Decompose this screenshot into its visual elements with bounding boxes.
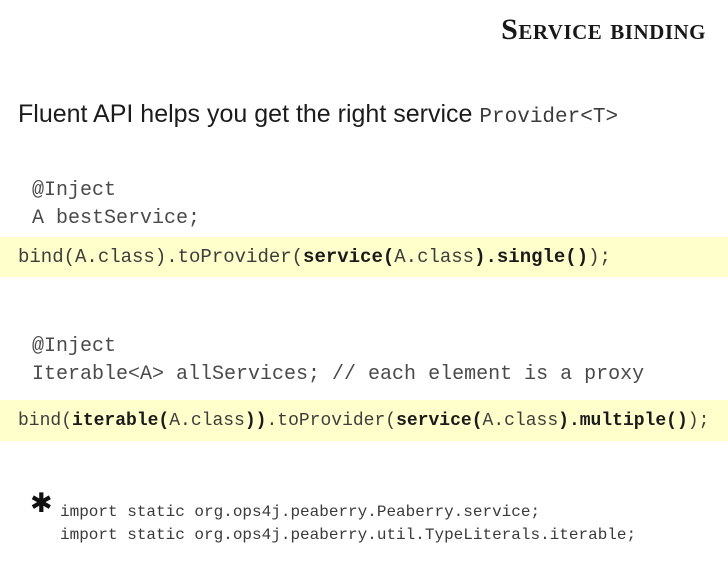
asterisk-icon: ✱ [30, 488, 53, 518]
code-snippet-single-injection: @Inject A bestService; [32, 179, 201, 230]
footnote: ✱ import static org.ops4j.peaberry.Peabe… [30, 485, 636, 563]
code-segment: A.class [394, 246, 475, 268]
code-band-multiple-binding: bind(iterable(A.class)).toProvider(servi… [0, 400, 728, 441]
code-segment: ); [588, 246, 611, 268]
code-segment: service( [396, 410, 483, 431]
code-segment: ).multiple() [558, 410, 688, 431]
code-segment: A.class [482, 410, 559, 431]
code-segment: service( [303, 246, 395, 268]
footnote-import-lines: import static org.ops4j.peaberry.Peaberr… [60, 503, 637, 544]
code-segment: ).single() [474, 246, 589, 268]
code-segment: iterable( [72, 410, 170, 431]
slide-root: Service binding Fluent API helps you get… [0, 13, 728, 544]
code-line-multiple-binding: bind(iterable(A.class)).toProvider(servi… [18, 411, 709, 431]
code-segment: ); [687, 410, 710, 431]
lead-statement-text: Fluent API helps you get the right servi… [18, 100, 473, 128]
code-segment: A.class [169, 410, 245, 431]
lead-statement-code: Provider<T> [479, 106, 619, 129]
code-band-single-binding: bind(A.class).toProvider(service(A.class… [0, 237, 728, 277]
code-segment: bind(A.class).toProvider( [18, 246, 304, 268]
code-segment: .toProvider( [266, 410, 397, 431]
code-snippet-multiple-injection: @Inject Iterable<A> allServices; // each… [32, 335, 645, 386]
code-segment: )) [244, 410, 267, 431]
lead-statement: Fluent API helps you get the right servi… [18, 100, 618, 129]
code-line-single-binding: bind(A.class).toProvider(service(A.class… [18, 246, 611, 268]
code-segment: bind( [18, 410, 73, 431]
page-title: Service binding [501, 13, 706, 46]
